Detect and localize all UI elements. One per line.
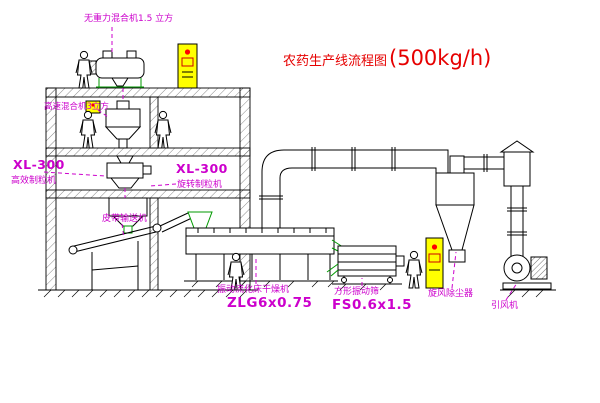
zero-gravity-mixer: [82, 50, 145, 88]
label-granulator-a-name: 高效制粒机: [11, 176, 57, 186]
fluid-bed-dryer: [185, 211, 347, 280]
label-dryer-model: ZLG6x0.75: [227, 295, 313, 311]
label-granulator-b-name: 旋转制粒机: [177, 180, 223, 190]
operator-icon: [75, 50, 93, 89]
title-capacity: (500kg/h): [389, 46, 492, 70]
high-speed-mixer: [104, 100, 142, 149]
ground-lines: [38, 280, 556, 298]
cyclone-separator: [435, 154, 506, 263]
operator-icon: [79, 110, 97, 149]
label-cyclone: 旋风除尘器: [428, 289, 474, 299]
vibrating-sieve: [326, 245, 405, 284]
exhaust-duct: [259, 147, 449, 228]
indicator-lamp-icon: [431, 244, 438, 250]
indicator-lamp-icon: [184, 49, 191, 55]
control-cabinet-top: [177, 43, 198, 89]
granulator-b: [108, 197, 148, 234]
title-text: 农药生产线流程图: [283, 54, 388, 69]
granulator-a: [106, 155, 152, 189]
label-zero-gravity-mixer: 无重力混合机1.5 立方: [84, 14, 174, 24]
label-granulator-a-model: XL-300: [13, 157, 65, 172]
label-sieve-model: FS0.6x1.5: [332, 297, 412, 313]
exhaust-stack-fan: [499, 140, 552, 290]
label-fan: 引风机: [491, 301, 519, 311]
indicator-lamp-icon: [91, 103, 95, 107]
building-structure: [45, 87, 251, 291]
control-cabinet-right: [425, 237, 444, 289]
label-belt-conveyor: 皮带输送机: [102, 214, 148, 224]
drawing-title: 农药生产线流程图 (500kg/h): [283, 46, 491, 70]
label-dryer-name: 振动流化床干燥机: [217, 285, 290, 295]
operator-icon: [405, 250, 423, 289]
belt-conveyor: [68, 212, 195, 290]
label-high-speed-mixer: 高速混合机3立方: [44, 102, 109, 112]
leader-lines: [43, 27, 518, 301]
control-box-floor2: [85, 100, 101, 114]
label-sieve-name: 方形振动筛: [334, 287, 380, 297]
label-granulator-b-model: XL-300: [176, 161, 228, 176]
